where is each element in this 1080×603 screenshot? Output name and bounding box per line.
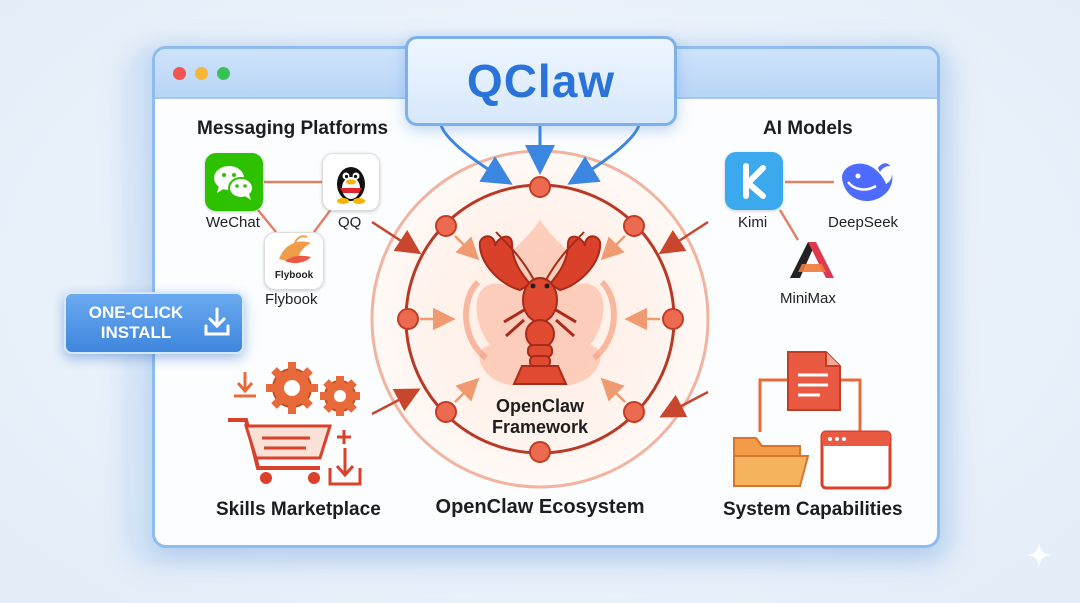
sparkle-icon <box>1026 542 1052 568</box>
messaging-connectors <box>257 180 333 233</box>
install-button-label: ONE-CLICK INSTALL <box>80 303 192 343</box>
openclaw-ecosystem-label: OpenClaw Ecosystem <box>435 496 645 518</box>
flybook-badge: Flybook <box>274 270 314 281</box>
wechat-icon[interactable] <box>205 153 263 211</box>
minimize-dot-icon[interactable] <box>195 67 208 80</box>
maximize-dot-icon[interactable] <box>217 67 230 80</box>
messaging-platforms-title: Messaging Platforms <box>197 118 389 139</box>
minimax-label: MiniMax <box>780 290 836 307</box>
inner-arrows <box>420 235 660 403</box>
lobster-icon <box>463 220 617 385</box>
ai-models-title: AI Models <box>763 118 853 139</box>
qq-label: QQ <box>338 214 362 231</box>
framework-label-line2: Framework <box>491 417 589 437</box>
one-click-install-button[interactable]: ONE-CLICK INSTALL <box>64 292 244 354</box>
kimi-label: Kimi <box>738 214 768 231</box>
qclaw-title: QClaw <box>466 55 616 107</box>
wechat-label: WeChat <box>206 214 260 231</box>
download-icon <box>204 307 230 336</box>
kimi-icon[interactable] <box>725 152 783 210</box>
ai-connectors <box>778 180 834 241</box>
ring-nodes <box>397 176 684 463</box>
deepseek-whale-icon[interactable] <box>834 156 894 206</box>
framework-label-line1: OpenClaw <box>495 396 584 416</box>
qq-penguin-icon[interactable] <box>322 153 380 211</box>
flybook-label: Flybook <box>265 291 318 308</box>
section-arrows <box>371 220 709 418</box>
skills-marketplace-title: Skills Marketplace <box>216 499 381 520</box>
openclaw-framework-label: OpenClaw Framework <box>470 396 610 438</box>
install-label-line1: ONE-CLICK <box>88 303 184 322</box>
close-dot-icon[interactable] <box>173 67 186 80</box>
system-capabilities-title: System Capabilities <box>723 499 903 520</box>
shopping-cart-gears-icon <box>228 362 362 486</box>
folder-document-window-icon <box>733 351 892 490</box>
flybook-icon[interactable]: Flybook <box>264 232 324 290</box>
qclaw-title-box: QClaw <box>405 36 677 126</box>
deepseek-label: DeepSeek <box>828 214 899 231</box>
minimax-icon[interactable] <box>786 238 838 280</box>
install-label-line2: INSTALL <box>100 323 172 342</box>
